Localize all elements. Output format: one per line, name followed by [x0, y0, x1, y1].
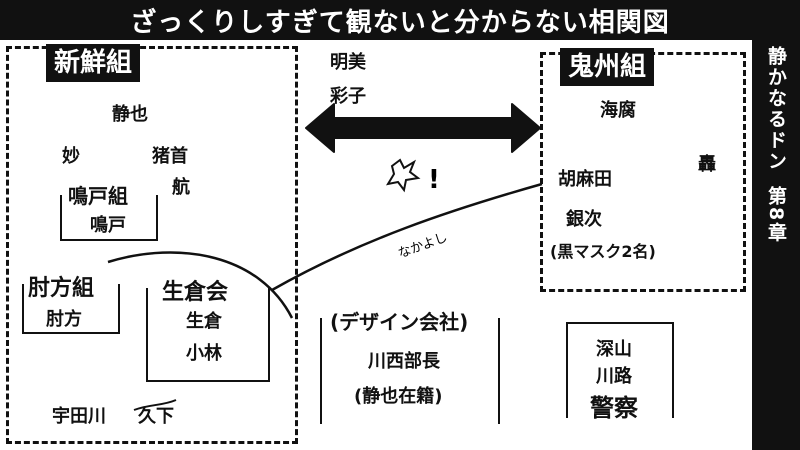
naruto-group-label: 鳴戸組	[64, 180, 132, 209]
member-tae: 妙	[62, 146, 80, 167]
friendship-label: なかよし	[396, 230, 449, 262]
kishu-note: (黒マスク2名)	[550, 242, 656, 261]
side-bar	[752, 40, 800, 450]
member-kaifu: 海腐	[600, 100, 636, 121]
hijikata-group-label: 肘方組	[24, 270, 99, 302]
design-company-label: (デザイン会社)	[326, 306, 473, 335]
chapter-label: 第8章	[765, 186, 787, 244]
friendship-link-line	[271, 182, 543, 292]
member-todoroki: 轟	[698, 154, 716, 175]
clash-burst-icon	[385, 158, 421, 193]
clash-exclaim: !	[428, 165, 440, 195]
hijikata-group-box	[22, 284, 120, 334]
kishu-group-label: 鬼州組	[560, 48, 655, 86]
manager-kawanishi: 川西部長	[368, 351, 440, 372]
member-ikura: 生倉	[186, 311, 222, 332]
strike-mark	[133, 399, 177, 411]
member-kuge-struck: 久下	[138, 406, 174, 427]
member-ginji: 銀次	[566, 209, 602, 230]
member-inokubi: 猪首	[152, 146, 188, 167]
name-akemi: 明美	[330, 52, 366, 73]
naruto-group-box	[60, 195, 158, 241]
series-title: 静かなるドン	[765, 46, 787, 172]
shinsen-group-box	[6, 46, 298, 444]
ikura-group-label: 生倉会	[158, 274, 233, 306]
member-gomada: 胡麻田	[558, 169, 612, 190]
member-kawaji: 川路	[596, 366, 632, 387]
member-udagawa: 宇田川	[52, 406, 106, 427]
member-naruto: 鳴戸	[90, 215, 126, 236]
police-label: 警察	[586, 388, 642, 423]
member-miyama: 深山	[596, 339, 632, 360]
ikura-group-box	[146, 288, 270, 382]
design-company-box-sides	[320, 318, 500, 424]
separator-curve	[107, 251, 294, 319]
shizuya-enrolled-note: (静也在籍)	[354, 386, 443, 407]
name-ayako: 彩子	[330, 86, 366, 107]
member-hijikata: 肘方	[46, 309, 82, 330]
page-title: ざっくりしすぎて観ないと分からない相関図	[0, 0, 800, 40]
member-wataru: 航	[172, 177, 190, 198]
police-box	[566, 322, 674, 418]
member-kobayashi: 小林	[186, 343, 222, 364]
rivalry-double-arrow	[305, 103, 541, 153]
side-caption: 静かなるドン第8章	[760, 46, 792, 243]
shinsen-group-label: 新鮮組	[46, 44, 141, 82]
member-shizuya: 静也	[112, 104, 148, 125]
